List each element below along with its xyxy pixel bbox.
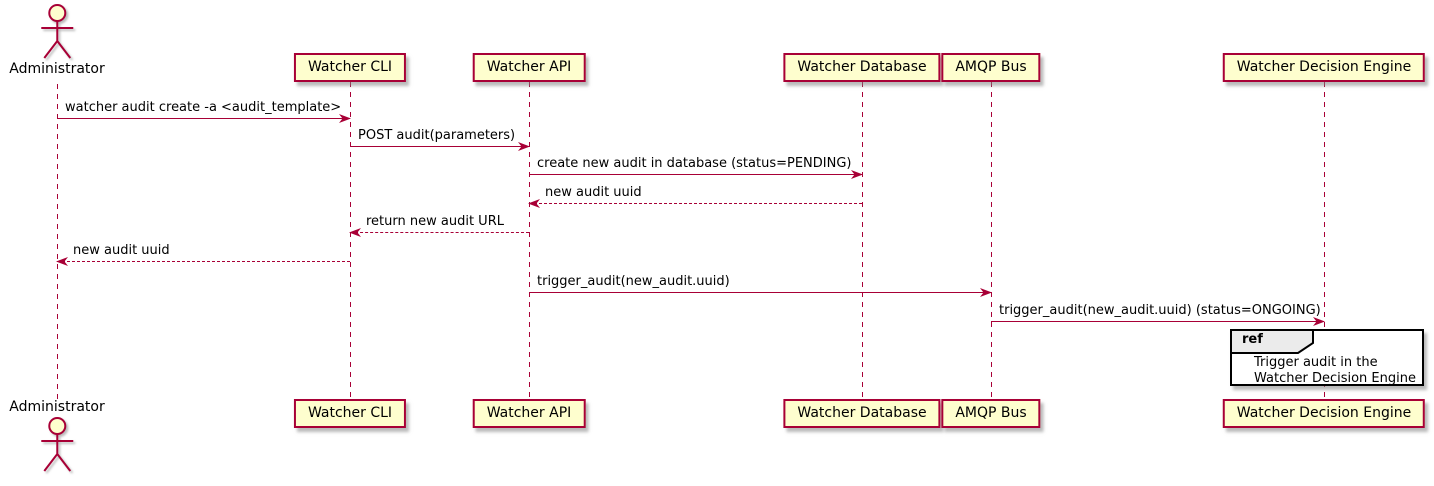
actor-label: Administrator <box>9 399 105 415</box>
stick-figure-icon <box>41 4 73 59</box>
participant-box-watcher-decision-engine-top: Watcher Decision Engine <box>1222 53 1426 82</box>
ref-fragment: ref Trigger audit in the Watcher Decisio… <box>1230 329 1424 386</box>
arrowhead-icon <box>980 288 992 297</box>
actor-administrator-bottom: Administrator <box>9 399 105 474</box>
participant-box-watcher-api-top: Watcher API <box>472 53 586 82</box>
message-line <box>529 203 862 204</box>
arrowhead-icon <box>349 228 361 237</box>
participant-box-amqp-bus-top: AMQP Bus <box>941 53 1041 82</box>
lifeline-watcher-decision-engine <box>1324 82 1325 399</box>
lifeline-amqp-bus <box>991 82 992 399</box>
message-text: new audit uuid <box>545 185 642 200</box>
message-text: watcher audit create -a <audit_template> <box>65 100 342 115</box>
actor-administrator-top: Administrator <box>9 3 105 78</box>
ref-keyword: ref <box>1242 332 1263 347</box>
message-text: new audit uuid <box>73 243 170 258</box>
message-text: create new audit in database (status=PEN… <box>537 156 852 171</box>
message-line <box>350 232 529 233</box>
arrowhead-icon <box>56 257 68 266</box>
message-line <box>350 146 529 147</box>
participant-box-watcher-cli-bottom: Watcher CLI <box>293 399 407 428</box>
actor-label: Administrator <box>9 61 105 77</box>
message-text: trigger_audit(new_audit.uuid) (status=ON… <box>999 303 1321 318</box>
arrowhead-icon <box>528 199 540 208</box>
message-line <box>529 292 991 293</box>
arrowhead-icon <box>851 170 863 179</box>
message-text: return new audit URL <box>366 214 504 229</box>
lifeline-administrator <box>57 84 58 399</box>
arrowhead-icon <box>518 142 530 151</box>
lifeline-watcher-cli <box>350 82 351 399</box>
participant-box-watcher-decision-engine-bottom: Watcher Decision Engine <box>1222 399 1426 428</box>
lifeline-watcher-api <box>529 82 530 399</box>
message-line <box>57 118 350 119</box>
ref-text-line: Trigger audit in the <box>1254 355 1378 370</box>
message-line <box>991 321 1324 322</box>
participant-box-watcher-api-bottom: Watcher API <box>472 399 586 428</box>
arrowhead-icon <box>1313 317 1325 326</box>
participant-box-amqp-bus-bottom: AMQP Bus <box>941 399 1041 428</box>
lifeline-watcher-database <box>862 82 863 399</box>
participant-box-watcher-database-top: Watcher Database <box>783 53 941 82</box>
message-line <box>529 174 862 175</box>
ref-text-line: Watcher Decision Engine <box>1254 371 1416 386</box>
arrowhead-icon <box>339 114 351 123</box>
participant-box-watcher-cli-top: Watcher CLI <box>293 53 407 82</box>
message-text: trigger_audit(new_audit.uuid) <box>537 274 730 289</box>
participant-box-watcher-database-bottom: Watcher Database <box>783 399 941 428</box>
message-line <box>57 261 350 262</box>
ref-tab: ref <box>1230 329 1314 354</box>
stick-figure-icon <box>41 417 73 472</box>
message-text: POST audit(parameters) <box>358 128 516 143</box>
